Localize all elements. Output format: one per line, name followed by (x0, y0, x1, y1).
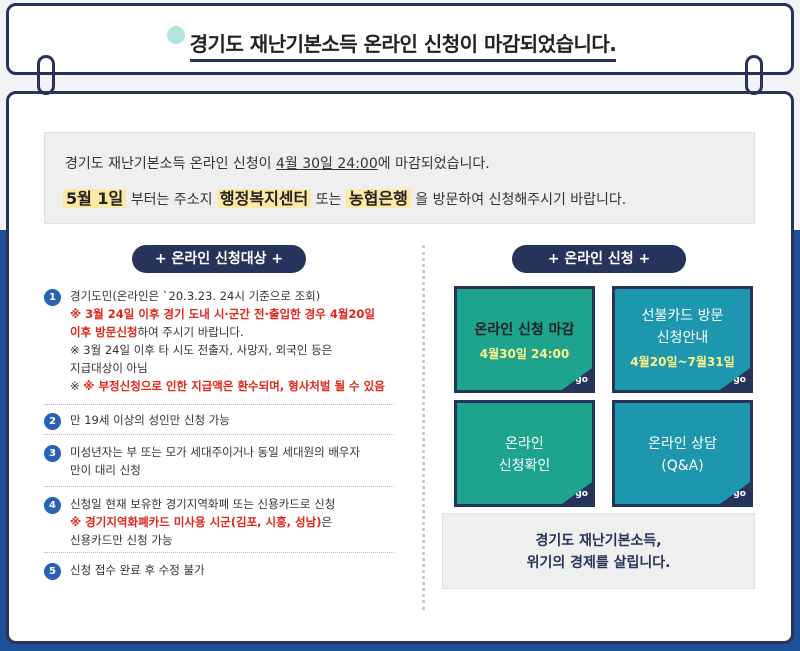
notice-text: 경기도 재난기본소득 온라인 신청이 (65, 156, 276, 172)
notice-line-2: 5월 1일 부터는 주소지 행정복지센터 또는 농협은행 을 방문하여 신청해주… (63, 185, 626, 209)
page-title: 경기도 재난기본소득 온라인 신청이 마감되었습니다. (9, 28, 797, 62)
item-text: 경기도민(온라인은 `20.3.23. 24시 기준으로 조회) (70, 289, 321, 303)
prepaid-card-visit-guide-button[interactable]: 선불카드 방문 신청안내 4월20일~7월31일 go (612, 286, 753, 393)
notice-highlight-center: 행정복지센터 (216, 189, 312, 208)
list-item: 1 경기도민(온라인은 `20.3.23. 24시 기준으로 조회) ※ 3월 … (44, 283, 394, 405)
item-text: ※ 3월 24일 이후 타 시도 전출자, 사망자, 외국인 등은 (70, 343, 333, 357)
tile-label: 온라인 신청 마감 (474, 322, 575, 338)
item-number-badge: 3 (44, 445, 61, 462)
list-item: 4 신청일 현재 보유한 경기지역화폐 또는 신용카드로 신청 ※ 경기지역화폐… (44, 487, 394, 553)
online-application-check-button[interactable]: 온라인 신청확인 go (454, 400, 595, 507)
slogan-line-2: 위기의 경제를 살립니다. (526, 555, 671, 571)
item-number-badge: 4 (44, 497, 61, 514)
section-divider (422, 245, 425, 610)
notice-text: 에 마감되었습니다. (377, 156, 490, 172)
binder-ring-left (37, 55, 55, 95)
target-section-title: + 온라인 신청대상 + (132, 245, 306, 273)
slogan-line-1: 경기도 재난기본소득, (535, 533, 662, 549)
slogan-box: 경기도 재난기본소득, 위기의 경제를 살립니다. (442, 513, 755, 589)
item-number-badge: 5 (44, 563, 61, 580)
item-text: 신청 접수 완료 후 수정 불가 (70, 563, 205, 577)
item-warning: ※ 3월 24일 이후 경기 도내 시·군간 전·출입한 경우 4월20일 (70, 307, 375, 321)
item-warning: 이후 방문신청 (70, 325, 138, 339)
item-text: 미성년자는 부 또는 모가 세대주이거나 동일 세대원의 배우자 (70, 445, 361, 459)
item-number-badge: 1 (44, 289, 61, 306)
item-text: 신용카드만 신청 가능 (70, 533, 173, 547)
item-warning: ※ 부정신청으로 인한 지급액은 환수되며, 형사처벌 될 수 있음 (83, 379, 385, 393)
tile-label: 신청확인 (498, 458, 551, 474)
notice-line-1: 경기도 재난기본소득 온라인 신청이 4월 30일 24:00에 마감되었습니다… (65, 153, 490, 173)
tile-label: 온라인 상담 (648, 436, 717, 452)
header-card: 경기도 재난기본소득 온라인 신청이 마감되었습니다. (6, 3, 794, 75)
online-consultation-qa-button[interactable]: 온라인 상담 (Q&A) go (612, 400, 753, 507)
tile-sublabel: 4월20일~7월31일 (630, 355, 735, 369)
notice-deadline: 4월 30일 24:00 (276, 156, 378, 172)
go-arrow: go (562, 482, 592, 504)
go-arrow: go (562, 368, 592, 390)
tile-sublabel: 4월30일 24:00 (479, 347, 570, 361)
go-arrow: go (720, 482, 750, 504)
binder-ring-right (745, 55, 763, 95)
online-application-closed-button[interactable]: 온라인 신청 마감 4월30일 24:00 go (454, 286, 595, 393)
target-list: 1 경기도민(온라인은 `20.3.23. 24시 기준으로 조회) ※ 3월 … (44, 283, 394, 587)
list-item: 5 신청 접수 완료 후 수정 불가 (44, 553, 394, 587)
notice-text: 을 방문하여 신청해주시기 바랍니다. (410, 192, 627, 208)
list-item: 3 미성년자는 부 또는 모가 세대주이거나 동일 세대원의 배우자 만이 대리… (44, 435, 394, 487)
notice-text: 또는 (311, 192, 346, 208)
item-warning: ※ 경기지역화폐카드 미사용 시군(김포, 시흥, 성남) (70, 515, 322, 529)
notice-highlight-bank: 농협은행 (345, 189, 411, 208)
notice-box: 경기도 재난기본소득 온라인 신청이 4월 30일 24:00에 마감되었습니다… (44, 132, 755, 224)
notice-text: 부터는 주소지 (126, 192, 217, 208)
tile-label: 신청안내 (656, 330, 709, 346)
tile-label: 온라인 (505, 436, 544, 452)
notice-highlight-date: 5월 1일 (63, 189, 127, 208)
tile-label: (Q&A) (661, 458, 704, 474)
item-text: 만이 대리 신청 (70, 463, 141, 477)
tile-label: 선불카드 방문 (641, 308, 724, 324)
page-title-text: 경기도 재난기본소득 온라인 신청이 마감되었습니다. (189, 32, 617, 62)
list-item: 2 만 19세 이상의 성인만 신청 가능 (44, 405, 394, 435)
header-decoration-dot (167, 26, 185, 44)
online-section-title: + 온라인 신청 + (512, 245, 686, 273)
item-text: 은 (321, 515, 333, 529)
item-text: 신청일 현재 보유한 경기지역화폐 또는 신용카드로 신청 (70, 497, 336, 511)
go-arrow: go (720, 368, 750, 390)
item-text: 지급대상이 아님 (70, 361, 148, 375)
item-text: 만 19세 이상의 성인만 신청 가능 (70, 413, 230, 427)
item-number-badge: 2 (44, 413, 61, 430)
item-text: 하여 주시기 바랍니다. (137, 325, 244, 339)
